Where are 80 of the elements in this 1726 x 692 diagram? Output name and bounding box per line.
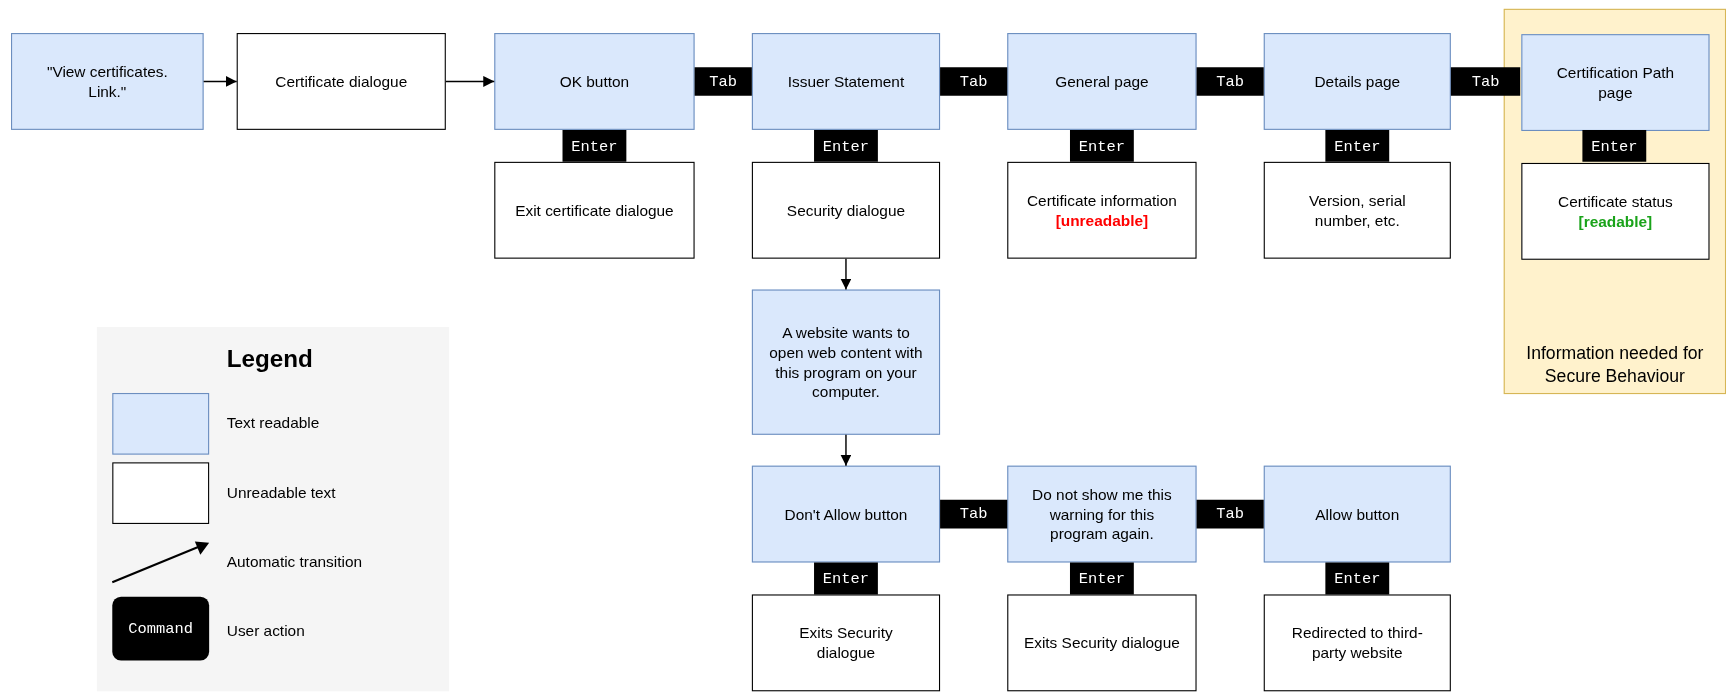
node-text: Information needed for Secure Behaviour bbox=[1525, 342, 1705, 388]
key-label: Enter bbox=[1333, 568, 1382, 590]
unreadable-text-box bbox=[1263, 161, 1451, 259]
readable-text-box bbox=[1521, 34, 1710, 131]
unreadable-text-box bbox=[1521, 162, 1710, 260]
readable-text-box bbox=[1263, 465, 1451, 563]
readable-text-box bbox=[11, 33, 204, 130]
unreadable-text-box bbox=[751, 594, 941, 692]
key-connector bbox=[814, 129, 878, 162]
key-connector bbox=[1196, 67, 1264, 96]
legend-title: Legend bbox=[226, 344, 313, 374]
key-label: Enter bbox=[570, 136, 619, 157]
readable-text-box bbox=[494, 33, 695, 130]
key-connector bbox=[940, 499, 1008, 529]
key-connector bbox=[1069, 129, 1134, 162]
key-label: Tab bbox=[958, 71, 989, 93]
node-text: Don't Allow button bbox=[784, 504, 908, 525]
node-text: Certificate status bbox=[1558, 191, 1673, 212]
status-text: [readable] bbox=[1578, 211, 1653, 232]
node-text: Exit certificate dialogue bbox=[515, 200, 674, 221]
unreadable-text-box bbox=[236, 33, 446, 130]
node-text: OK button bbox=[559, 71, 630, 92]
node-text: Version, serial number, etc. bbox=[1307, 190, 1407, 231]
arrow bbox=[445, 75, 495, 87]
key-label: Enter bbox=[821, 136, 871, 157]
node-text: "View certificates. Link." bbox=[45, 61, 169, 102]
key-connector bbox=[1450, 67, 1521, 96]
key-connector bbox=[1196, 499, 1264, 529]
key-connector bbox=[940, 67, 1008, 96]
node-text: Do not show me this warning for this program again. bbox=[1031, 484, 1173, 545]
node-text: General page bbox=[1055, 71, 1149, 92]
key-label: Tab bbox=[1470, 71, 1501, 93]
unreadable-text-box bbox=[751, 161, 941, 259]
key-connector bbox=[1325, 562, 1390, 595]
key-connector bbox=[562, 129, 627, 162]
key-label: Tab bbox=[1215, 504, 1245, 525]
readable-text-box bbox=[1007, 465, 1197, 563]
readable-text-box bbox=[1007, 33, 1197, 130]
arrow bbox=[840, 434, 852, 467]
readable-text-box bbox=[751, 33, 941, 130]
key-label: Enter bbox=[1333, 136, 1382, 157]
node-text: Certificate dialogue bbox=[275, 71, 408, 92]
node-text: Security dialogue bbox=[786, 200, 906, 221]
key-connector bbox=[1069, 562, 1134, 595]
key-label: Enter bbox=[821, 568, 871, 590]
node-text: Exits Security dialogue bbox=[798, 622, 894, 663]
unreadable-text-box bbox=[1007, 161, 1197, 259]
node-text: A website wants to open web content with this program on your computer. bbox=[768, 322, 924, 403]
key-label: Tab bbox=[708, 71, 739, 93]
legend-text: Unreadable text bbox=[226, 483, 336, 501]
group-panel bbox=[1503, 8, 1726, 395]
key-connector bbox=[814, 562, 878, 595]
legend-text: Text readable bbox=[226, 413, 320, 432]
readable-text-box bbox=[751, 465, 941, 563]
node-text: Allow button bbox=[1315, 504, 1400, 525]
node-text: Certificate information bbox=[1026, 190, 1177, 211]
node-text: Redirected to third-party website bbox=[1290, 622, 1424, 663]
command-key-sample: Command bbox=[112, 596, 210, 661]
key-connector bbox=[1582, 129, 1647, 162]
unreadable-text-box bbox=[1263, 594, 1451, 692]
readable-text-box bbox=[1263, 33, 1451, 130]
readable-text-box bbox=[751, 289, 941, 435]
key-label: Tab bbox=[1215, 71, 1245, 93]
key-label: Enter bbox=[1077, 136, 1126, 157]
node-text: Exits Security dialogue bbox=[1023, 632, 1180, 653]
legend-text: Automatic transition bbox=[226, 552, 363, 571]
key-label: Enter bbox=[1077, 568, 1126, 590]
legend-text: User action bbox=[226, 621, 305, 640]
arrow bbox=[840, 257, 852, 291]
key-connector bbox=[694, 67, 752, 96]
key-connector bbox=[1325, 129, 1390, 162]
key-label: Enter bbox=[1590, 136, 1639, 157]
key-label: Tab bbox=[958, 504, 989, 525]
unreadable-text-box bbox=[1007, 594, 1197, 692]
status-text: [unreadable] bbox=[1055, 210, 1149, 231]
node-text: Certification Path page bbox=[1555, 62, 1676, 103]
node-text: Details page bbox=[1314, 71, 1401, 92]
node-text: Issuer Statement bbox=[787, 71, 905, 92]
unreadable-text-box bbox=[494, 161, 695, 259]
arrow bbox=[202, 75, 238, 87]
